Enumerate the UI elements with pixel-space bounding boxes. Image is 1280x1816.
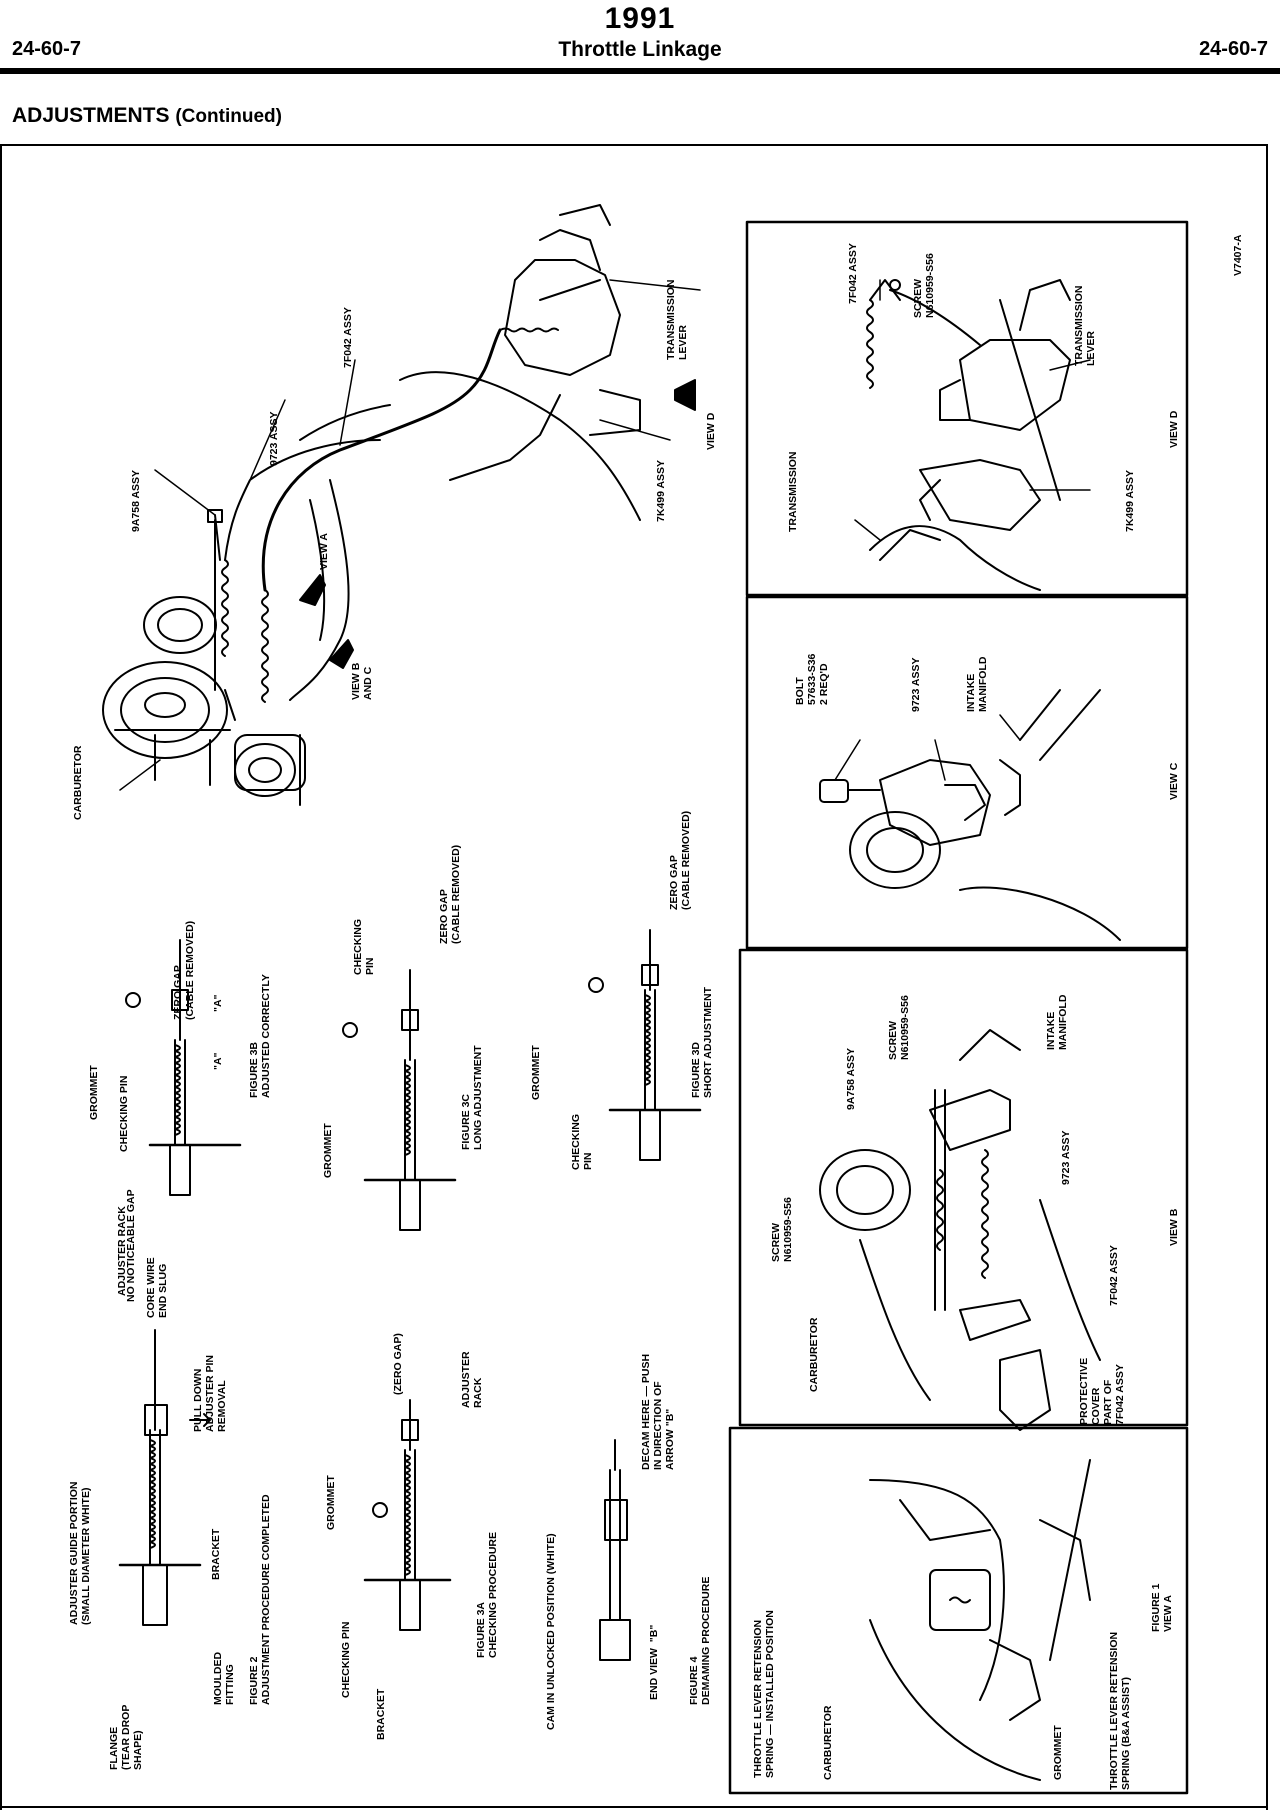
label-viewd-screw: SCREW N610959-S56 (912, 253, 936, 318)
label-fig2-guide: ADJUSTER GUIDE PORTION (SMALL DIAMETER W… (68, 1481, 92, 1625)
view-c-box (745, 595, 1189, 950)
label-fig1-carburetor: CARBURETOR (822, 1705, 834, 1780)
label-fig3a-bracket: BRACKET (375, 1688, 387, 1740)
view-d-drawing (866, 279, 1071, 591)
label-fig3b-checking-pin: CHECKING PIN (118, 1075, 130, 1152)
label-view-b-and-c: VIEW B AND C (350, 662, 374, 700)
caption-view-d: VIEW D (1168, 410, 1180, 448)
label-viewb-9723: 9723 ASSY (1060, 1130, 1072, 1185)
page-number-right: 24-60-7 (1199, 38, 1268, 60)
label-view-a: VIEW A (318, 533, 330, 570)
label-fig4-cam: CAM IN UNLOCKED POSITION (WHITE) (545, 1533, 557, 1730)
label-fig1-grommet: GROMMET (1052, 1725, 1064, 1780)
caption-figure-4: FIGURE 4 DEMAMING PROCEDURE (688, 1576, 712, 1705)
label-fig3d-grommet: GROMMET (530, 1045, 542, 1100)
label-viewb-screw-left: SCREW N610959-S56 (770, 1197, 794, 1262)
label-fig2-fitting: MOULDED FITTING (212, 1651, 236, 1705)
view-b-box (738, 948, 1189, 1427)
illustration-frame-bottom (0, 1806, 1268, 1808)
label-fig2-bracket: BRACKET (210, 1528, 222, 1580)
section-title: ADJUSTMENTS (12, 104, 170, 127)
label-main-9723: 9723 ASSY (268, 411, 280, 466)
label-fig3c-grommet: GROMMET (322, 1123, 334, 1178)
caption-figure-3b: FIGURE 3B ADJUSTED CORRECTLY (248, 974, 272, 1098)
illustration-frame (0, 144, 1268, 1810)
main-view-drawing (102, 204, 696, 806)
caption-figure-1: FIGURE 1 VIEW A (1150, 1583, 1174, 1632)
section-continued: (Continued) (175, 106, 282, 127)
label-fig3a-zero-gap: (ZERO GAP) (392, 1333, 404, 1395)
header-rule (0, 68, 1280, 74)
label-fig3a-checking-pin: CHECKING PIN (340, 1621, 352, 1698)
label-main-7f042: 7F042 ASSY (342, 307, 354, 368)
label-fig2-core-wire: CORE WIRE END SLUG (145, 1257, 169, 1318)
figure-2-drawing (118, 1329, 211, 1626)
figure-4-drawing (599, 1439, 631, 1661)
label-viewc-intake: INTAKE MANIFOLD (965, 656, 989, 712)
label-fig3c-checking-pin: CHECKING PIN (352, 918, 376, 975)
label-viewd-7k499: 7K499 ASSY (1124, 469, 1136, 532)
label-viewd-7f042: 7F042 ASSY (847, 243, 859, 304)
section-heading: ADJUSTMENTS (Continued) (12, 104, 282, 128)
label-fig3a-grommet: GROMMET (325, 1475, 337, 1530)
label-main-view-d: VIEW D (705, 412, 717, 450)
label-viewd-transmission: TRANSMISSION (787, 451, 799, 532)
label-main-9a758: 9A758 ASSY (130, 469, 142, 532)
label-main-carburetor: CARBURETOR (72, 745, 84, 820)
label-fig2-pull-down: PULL DOWN ADJUSTER PIN REMOVAL (192, 1354, 228, 1432)
label-viewb-9a758: 9A758 ASSY (845, 1047, 857, 1110)
figure-1-drawing (869, 1459, 1091, 1781)
label-fig4-decam: DECAM HERE — PUSH IN DIRECTION OF ARROW … (640, 1353, 676, 1470)
label-fig3d-zero-gap: ZERO GAP (CABLE REMOVED) (668, 810, 692, 910)
label-fig3d-checking-pin: CHECKING PIN (570, 1113, 594, 1170)
label-viewc-9723: 9723 ASSY (910, 657, 922, 712)
figure-3b-drawing (125, 939, 242, 1196)
caption-figure-3c: FIGURE 3C LONG ADJUSTMENT (460, 1045, 484, 1150)
page-title: Throttle Linkage (558, 38, 722, 61)
label-viewb-protective-cover: PROTECTIVE COVER PART OF 7F042 ASSY (1078, 1357, 1126, 1425)
view-c-drawing (819, 689, 1121, 941)
label-fig2-no-gap: NO NOTICEABLE GAP (125, 1189, 137, 1302)
label-fig2-flange: FLANGE (TEAR DROP SHAPE) (108, 1704, 144, 1770)
label-fig3b-zero-gap: ZERO GAP (CABLE REMOVED) (172, 920, 196, 1020)
figure-1-box (728, 1426, 1189, 1795)
label-fig3a-adjuster-rack: ADJUSTER RACK (460, 1351, 484, 1408)
caption-view-c: VIEW C (1168, 762, 1180, 800)
label-fig1-spring-installed: THROTTLE LEVER RETENSION SPRING — INSTAL… (752, 1610, 776, 1778)
view-d-box (745, 220, 1189, 597)
label-fig3c-zero-gap: ZERO GAP (CABLE REMOVED) (438, 844, 462, 944)
label-viewd-transmission-lever: TRANSMISSION LEVER (1073, 285, 1097, 366)
label-viewb-7f042: 7F042 ASSY (1108, 1245, 1120, 1306)
figure-3d-drawing (588, 929, 702, 1161)
caption-figure-2: FIGURE 2 ADJUSTMENT PROCEDURE COMPLETED (248, 1494, 272, 1705)
label-viewb-carburetor: CARBURETOR (808, 1317, 820, 1392)
label-fig3b-a-lower: "A" (212, 1052, 224, 1070)
label-viewc-bolt: BOLT 57633-S36 2 REQ'D (794, 653, 830, 705)
label-viewb-screw-top: SCREW N610959-S56 (887, 995, 911, 1060)
label-fig1-spring-ba: THROTTLE LEVER RETENSION SPRING (B&A ASS… (1108, 1631, 1132, 1790)
label-fig4-end-view: END VIEW "B" (648, 1624, 660, 1700)
label-viewb-intake: INTAKE MANIFOLD (1045, 994, 1069, 1050)
label-fig3b-a-upper: "A" (212, 994, 224, 1012)
caption-view-b: VIEW B (1168, 1208, 1180, 1246)
page-number-left: 24-60-7 (12, 38, 81, 60)
label-transmission-lever: TRANSMISSION LEVER (665, 279, 689, 360)
label-main-7k499: 7K499 ASSY (655, 459, 667, 522)
label-fig3b-grommet: GROMMET (88, 1065, 100, 1120)
figure-code: V7407-A (1232, 234, 1244, 276)
figure-3a-drawing (363, 1399, 452, 1631)
figure-3c-drawing (342, 969, 457, 1231)
leader-lines (119, 279, 1091, 791)
caption-figure-3d: FIGURE 3D SHORT ADJUSTMENT (690, 986, 714, 1098)
caption-figure-3a: FIGURE 3A CHECKING PROCEDURE (475, 1531, 499, 1658)
document-year: 1991 (604, 2, 676, 35)
view-b-drawing (819, 1029, 1101, 1431)
